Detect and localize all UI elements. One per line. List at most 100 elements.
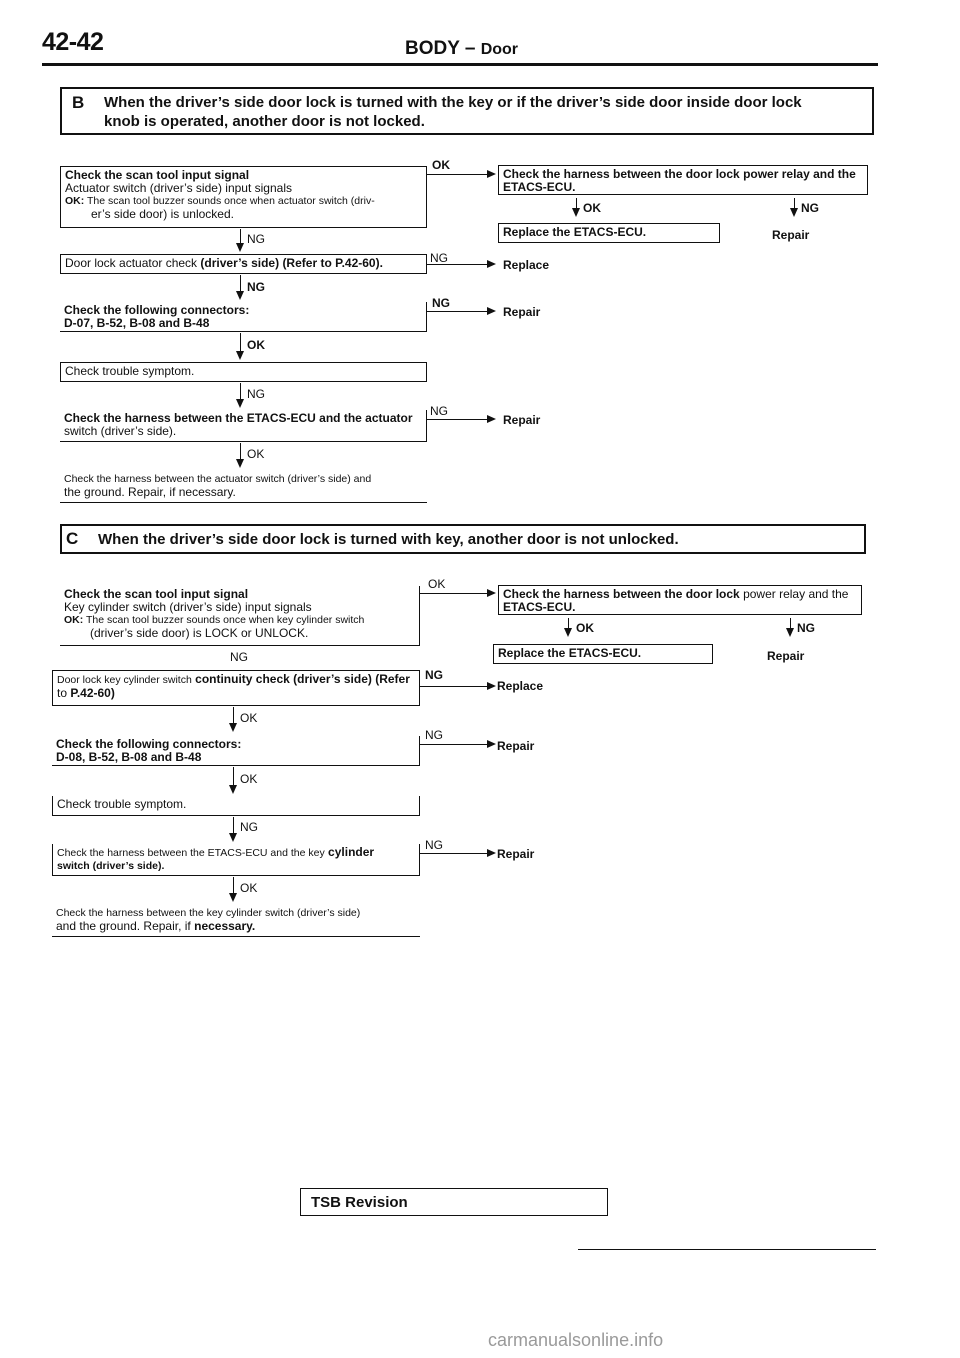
branch-label: OK bbox=[247, 338, 265, 352]
step-box: Check the scan tool input signal Key cyl… bbox=[60, 586, 420, 646]
step-text-bold: necessary. bbox=[194, 919, 256, 933]
arrow-right bbox=[487, 307, 496, 315]
branch-label: OK bbox=[576, 621, 594, 635]
arrow-right bbox=[487, 682, 496, 690]
result-label: Repair bbox=[497, 847, 535, 861]
step-text: Check the harness between the ETACS-ECU … bbox=[57, 847, 325, 859]
arrow-right bbox=[487, 740, 496, 748]
step-box: Check the harness between the ETACS-ECU … bbox=[60, 410, 427, 442]
step-text: D-08, B-52, B-08 and B-48 bbox=[56, 750, 202, 764]
branch-label: OK bbox=[432, 158, 450, 172]
arrow-down bbox=[236, 399, 244, 408]
result-label: Replace bbox=[497, 679, 544, 693]
step-box: Check trouble symptom. bbox=[52, 796, 420, 816]
step-text: the ground. Repair, if necessary. bbox=[64, 485, 236, 499]
connector-line bbox=[427, 311, 487, 312]
ok-criteria-text-2: (driver’s side door) is LOCK or UNLOCK. bbox=[90, 626, 309, 640]
result-label: Repair bbox=[767, 649, 805, 663]
section-letter: C bbox=[66, 529, 79, 548]
step-box: Check the harness between the door lock … bbox=[498, 165, 868, 195]
connector-line bbox=[233, 877, 234, 893]
connector-line bbox=[420, 686, 487, 687]
step-text-bold: Check the harness between the door lock bbox=[503, 587, 740, 601]
branch-label: NG bbox=[797, 621, 815, 635]
result-label: Repair bbox=[772, 228, 810, 242]
ok-criteria-text: The scan tool buzzer sounds once when ke… bbox=[85, 614, 365, 626]
step-text: switch (driver’s side). bbox=[64, 424, 177, 438]
result-label: Repair bbox=[497, 739, 535, 753]
step-text: Check the following connectors: bbox=[64, 303, 250, 317]
ok-criteria-label: OK: bbox=[65, 195, 85, 207]
step-text: Door lock actuator check bbox=[65, 256, 198, 270]
branch-label: NG bbox=[430, 251, 448, 265]
connector-line bbox=[420, 593, 487, 594]
step-text: Check the harness between the ETACS-ECU … bbox=[64, 411, 413, 425]
step-text: Actuator switch (driver’s side) input si… bbox=[65, 181, 292, 195]
arrow-right bbox=[487, 849, 496, 857]
branch-label: OK bbox=[240, 711, 258, 725]
arrow-down bbox=[236, 243, 244, 252]
arrow-right bbox=[487, 589, 496, 597]
step-text: Check trouble symptom. bbox=[65, 364, 195, 378]
section-letter: B bbox=[72, 93, 85, 112]
branch-label: OK bbox=[428, 577, 446, 591]
branch-label: OK bbox=[583, 201, 601, 215]
step-box: Check the following connectors: D-08, B-… bbox=[52, 736, 420, 766]
branch-label: NG bbox=[230, 650, 248, 664]
step-text: Check the following connectors: bbox=[56, 737, 242, 751]
step-box: Replace the ETACS-ECU. bbox=[493, 644, 713, 664]
step-text-bold: (driver’s side) (Refer to P.42-60). bbox=[200, 256, 383, 270]
step-text-bold: P.42-60) bbox=[70, 686, 115, 700]
ok-criteria-text: The scan tool buzzer sounds once when ac… bbox=[86, 195, 375, 207]
connector-line bbox=[240, 333, 241, 351]
section-b-banner: B When the driver’s side door lock is tu… bbox=[60, 87, 874, 135]
connector-line bbox=[568, 618, 569, 628]
connector-line bbox=[240, 275, 241, 291]
branch-label: NG bbox=[801, 201, 819, 215]
branch-label: NG bbox=[425, 838, 443, 852]
arrow-right bbox=[487, 415, 496, 423]
result-label: Replace bbox=[503, 258, 550, 272]
connector-line bbox=[420, 744, 487, 745]
step-box: Check the harness between the actuator s… bbox=[60, 471, 427, 503]
section-c-banner: C When the driver’s side door lock is tu… bbox=[60, 524, 866, 554]
step-text: to bbox=[57, 686, 68, 700]
branch-label: NG bbox=[425, 728, 443, 742]
step-text-bold: continuity check (driver’s side) (Refer bbox=[195, 672, 410, 686]
branch-label: NG bbox=[240, 820, 258, 834]
branch-label: NG bbox=[247, 232, 265, 246]
connector-line bbox=[233, 767, 234, 785]
connector-line bbox=[240, 229, 241, 243]
step-box: Door lock actuator check (driver’s side)… bbox=[60, 254, 427, 274]
step-text: ETACS-ECU. bbox=[503, 600, 576, 614]
arrow-down bbox=[236, 291, 244, 300]
step-text: Check the harness between the key cylind… bbox=[56, 907, 361, 919]
branch-label: NG bbox=[247, 387, 265, 401]
arrow-down bbox=[229, 785, 237, 794]
step-text: ETACS-ECU. bbox=[503, 180, 576, 194]
connector-line bbox=[240, 383, 241, 399]
arrow-down bbox=[790, 208, 798, 217]
connector-line bbox=[576, 198, 577, 208]
tsb-revision-box: TSB Revision bbox=[300, 1188, 608, 1216]
connector-line bbox=[790, 618, 791, 628]
step-box: Check the harness between the door lock … bbox=[498, 585, 862, 615]
section-b-title-1: When the driver’s side door lock is turn… bbox=[104, 94, 802, 111]
arrow-down bbox=[786, 628, 794, 637]
step-box: Check the following connectors: D-07, B-… bbox=[60, 302, 427, 332]
arrow-down bbox=[564, 628, 572, 637]
step-box: Replace the ETACS-ECU. bbox=[498, 223, 720, 243]
ok-criteria-label: OK: bbox=[64, 614, 84, 626]
step-text: Key cylinder switch (driver’s side) inpu… bbox=[64, 600, 312, 614]
section-b-title-2: knob is operated, another door is not lo… bbox=[104, 113, 425, 130]
step-text: power relay and the bbox=[743, 587, 849, 601]
step-title: Check the scan tool input signal bbox=[64, 587, 249, 601]
footer-rule bbox=[578, 1249, 876, 1250]
section-c-title: When the driver’s side door lock is turn… bbox=[98, 531, 679, 548]
arrow-down bbox=[229, 833, 237, 842]
step-text: Check trouble symptom. bbox=[57, 797, 187, 811]
page-number: 42-42 bbox=[42, 28, 104, 56]
arrow-down bbox=[236, 351, 244, 360]
step-box: Door lock key cylinder switch continuity… bbox=[52, 670, 420, 706]
arrow-right bbox=[487, 170, 496, 178]
